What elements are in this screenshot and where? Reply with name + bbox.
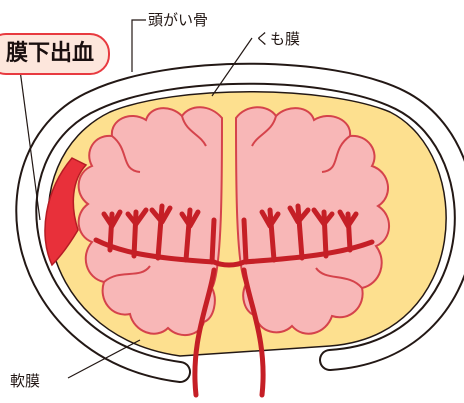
pia-mater-label: 軟膜 bbox=[10, 370, 40, 391]
skull-label: 頭がい骨 bbox=[148, 9, 208, 30]
hemorrhage-label: 膜下出血 bbox=[0, 33, 110, 75]
arachnoid-label: くも膜 bbox=[255, 28, 300, 49]
